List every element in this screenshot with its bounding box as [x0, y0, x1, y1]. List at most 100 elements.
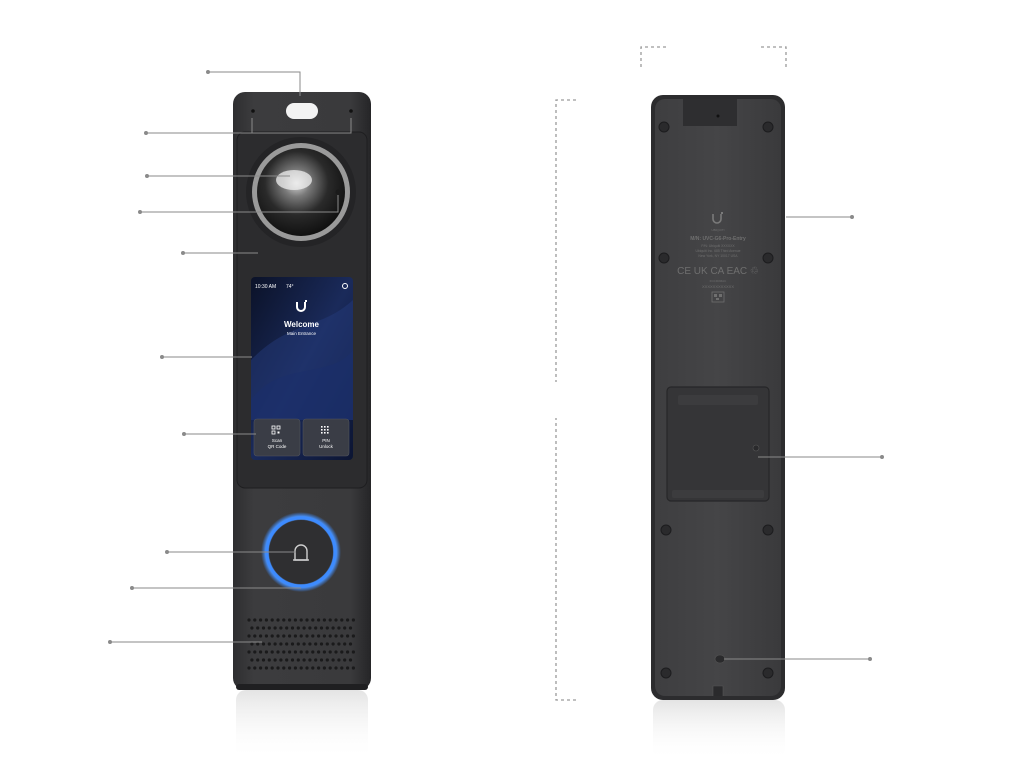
- speaker-hole: [317, 666, 321, 670]
- speaker-hole: [285, 642, 289, 646]
- speaker-hole: [290, 642, 295, 646]
- gear-icon[interactable]: [342, 283, 348, 289]
- top-slot: [286, 103, 318, 119]
- speaker-hole: [285, 658, 289, 662]
- speaker-hole: [288, 634, 292, 638]
- speaker-hole: [340, 650, 344, 654]
- back-top-cutout: [683, 99, 737, 126]
- speaker-hole: [290, 626, 295, 630]
- speaker-hole: [302, 642, 306, 646]
- speaker-hole: [253, 650, 257, 654]
- speaker-hole: [267, 626, 271, 630]
- speaker-hole: [337, 642, 341, 646]
- speaker-hole: [259, 666, 263, 670]
- speaker-hole: [334, 666, 338, 670]
- speaker-hole: [322, 666, 326, 670]
- callout-status-led: [140, 195, 339, 213]
- callout-microphones: [146, 118, 352, 134]
- speaker-hole: [305, 666, 309, 670]
- back-serial: XXXXXXXXXXXX: [702, 284, 734, 289]
- microphone-left: [251, 109, 255, 113]
- speaker-hole: [256, 642, 260, 646]
- speaker-hole: [340, 618, 344, 622]
- speaker-hole: [348, 642, 353, 646]
- screen-subtitle: Main Entrance: [287, 331, 317, 336]
- speaker-hole: [314, 658, 318, 662]
- width-bracket-left: [640, 46, 666, 67]
- width-bracket-right: [761, 46, 787, 67]
- speaker-hole: [299, 650, 303, 654]
- speaker-hole: [250, 626, 254, 630]
- qr-code-icon: [271, 425, 281, 435]
- back-recess: [666, 386, 770, 502]
- status-led: [335, 189, 341, 195]
- front-bottom-edge: [236, 684, 368, 690]
- speaker-hole: [276, 634, 280, 638]
- speaker-hole: [302, 658, 306, 662]
- speaker-hole: [334, 634, 338, 638]
- speaker-hole: [273, 658, 277, 662]
- speaker-hole: [337, 626, 341, 630]
- speaker-hole: [261, 642, 266, 646]
- speaker-hole: [325, 658, 329, 662]
- speaker-hole: [325, 626, 329, 630]
- speaker-hole: [250, 642, 254, 646]
- speaker-hole: [331, 626, 335, 630]
- speaker-hole: [325, 642, 329, 646]
- speaker-hole: [276, 650, 280, 654]
- reset-button[interactable]: [752, 444, 760, 452]
- ubiquiti-logo-icon: [296, 300, 307, 312]
- back-bottom-hole: [714, 654, 726, 664]
- speaker-hole: [302, 626, 306, 630]
- speaker-hole: [299, 666, 303, 670]
- speaker-hole: [346, 650, 350, 654]
- callout-top-slot: [208, 71, 301, 96]
- speaker-hole: [296, 626, 300, 630]
- speaker-hole: [322, 650, 326, 654]
- speaker-hole: [328, 634, 332, 638]
- height-bracket-bottom: [555, 418, 576, 701]
- speaker-hole: [288, 666, 292, 670]
- speaker-hole: [282, 650, 286, 654]
- camera-lens: [257, 148, 345, 236]
- lens-highlight: [276, 170, 312, 190]
- front-device: 10:30 AM 74° Welcome Main Entrance Scan …: [233, 92, 371, 760]
- speaker-hole: [288, 618, 292, 622]
- scan-qr-line1: Scan: [272, 438, 283, 443]
- speaker-hole: [270, 618, 274, 622]
- back-certification-marks: CE UK CA EAC ♲: [677, 266, 759, 277]
- back-part-number: P/N: Ubiquiti XXXXXX: [701, 244, 735, 248]
- speaker-hole: [334, 650, 338, 654]
- speaker-hole: [322, 618, 326, 622]
- microphone-right: [349, 109, 353, 113]
- doorbell-button[interactable]: [261, 512, 341, 592]
- bell-icon: [293, 544, 309, 561]
- speaker-hole: [319, 642, 324, 646]
- speaker-hole: [276, 618, 280, 622]
- scan-qr-line2: QR Code: [268, 444, 287, 449]
- screen-time: 10:30 AM: [255, 284, 276, 290]
- speaker-hole: [346, 666, 350, 670]
- speaker-hole: [308, 658, 312, 662]
- speaker-hole: [328, 618, 332, 622]
- speaker-hole: [259, 634, 263, 638]
- speaker-hole: [256, 626, 260, 630]
- recess-bottom-lip: [672, 490, 764, 498]
- speaker-hole: [259, 650, 263, 654]
- keypad-icon: [321, 426, 329, 434]
- pin-unlock-button[interactable]: PIN Unlock: [302, 418, 350, 457]
- back-model: M/N: UVC-G6-Pro-Entry: [690, 236, 746, 242]
- speaker-hole: [340, 666, 344, 670]
- speaker-hole: [282, 618, 286, 622]
- speaker-hole: [270, 666, 274, 670]
- speaker-hole: [334, 618, 338, 622]
- speaker-hole: [270, 650, 274, 654]
- speaker-hole: [340, 634, 344, 638]
- speaker-hole: [273, 642, 277, 646]
- callouts: [108, 70, 884, 661]
- speaker-hole: [264, 666, 268, 670]
- speaker-hole: [282, 666, 286, 670]
- scan-qr-button[interactable]: Scan QR Code: [253, 418, 301, 457]
